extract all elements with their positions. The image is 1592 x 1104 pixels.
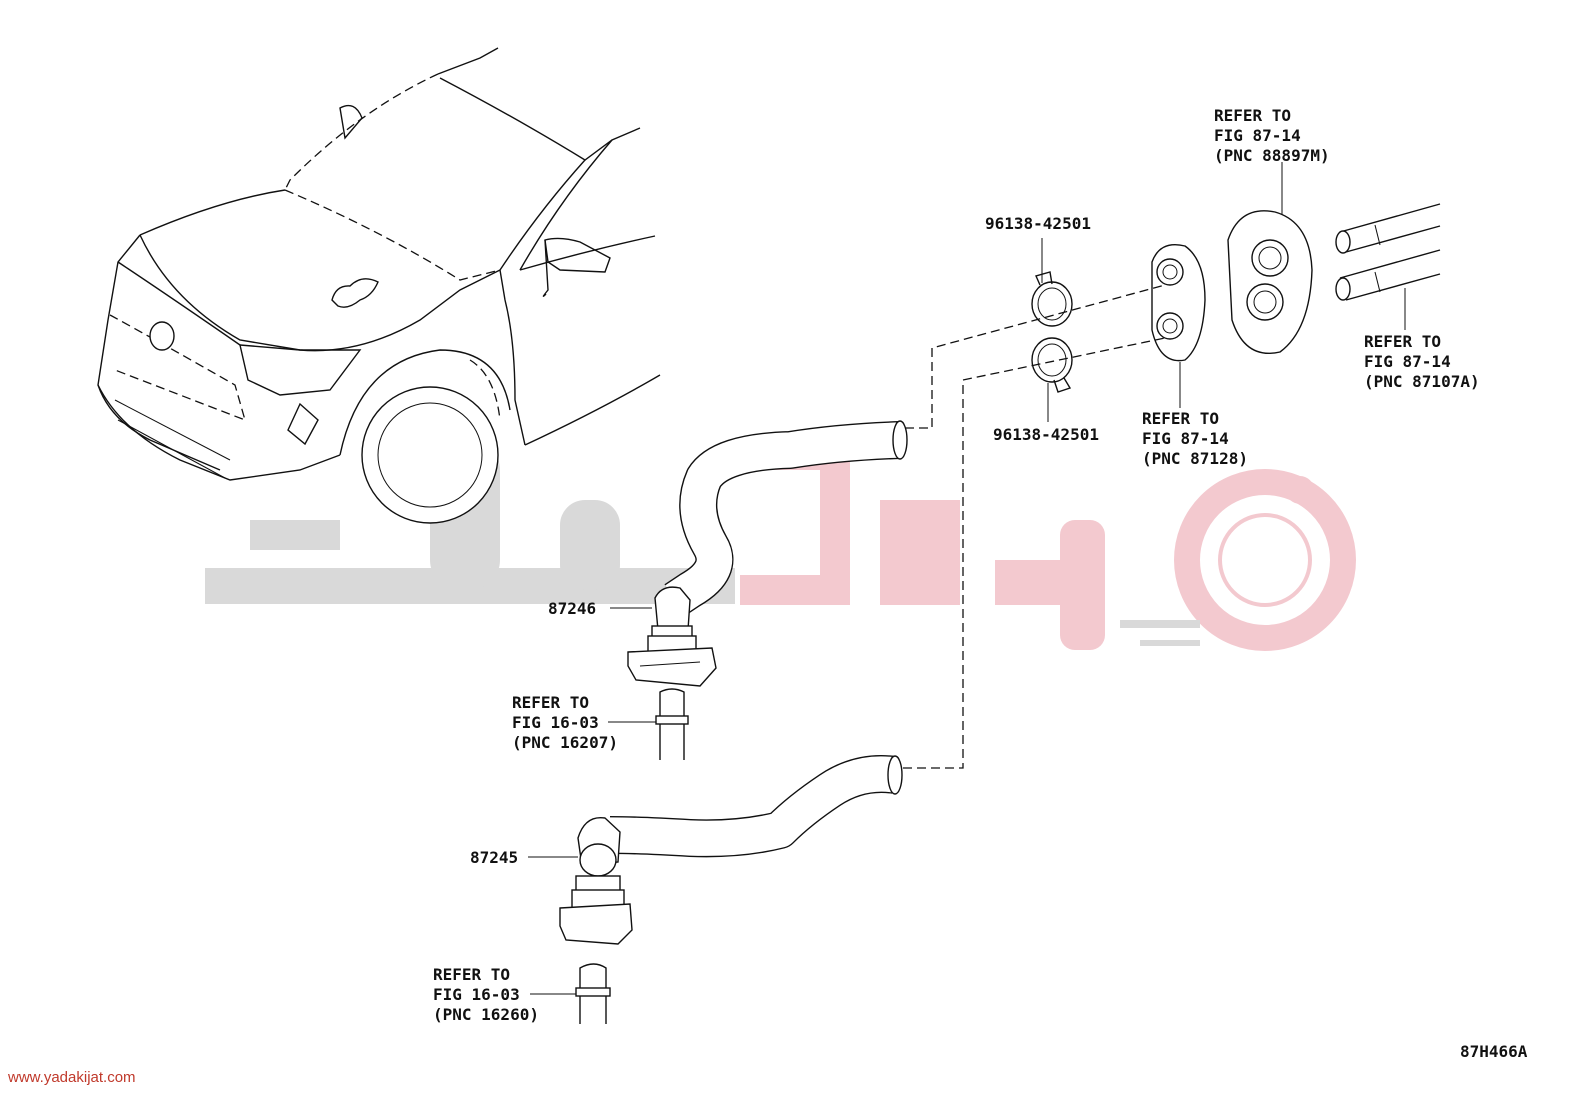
svg-text:FIG 16-03: FIG 16-03 xyxy=(512,713,599,732)
label-grommet-outer: REFER TO FIG 87-14 (PNC 88897M) xyxy=(1214,106,1330,165)
label-pipe-upper: REFER TO FIG 16-03 (PNC 16207) xyxy=(512,693,618,752)
pipe-16207 xyxy=(655,688,689,760)
label-grommet-inner: REFER TO FIG 87-14 (PNC 87128) xyxy=(1142,409,1248,468)
grommet-inner xyxy=(1151,244,1206,362)
hose-87246 xyxy=(627,420,908,687)
clamp-top xyxy=(1031,271,1073,327)
svg-text:REFER TO: REFER TO xyxy=(1142,409,1219,428)
vehicle-outline xyxy=(97,47,661,524)
svg-text:(PNC 16207): (PNC 16207) xyxy=(512,733,618,752)
label-clamp-top: 96138-42501 xyxy=(985,214,1091,233)
svg-text:FIG 16-03: FIG 16-03 xyxy=(433,985,520,1004)
svg-text:REFER TO: REFER TO xyxy=(433,965,510,984)
label-pipe-lower: REFER TO FIG 16-03 (PNC 16260) xyxy=(433,965,539,1024)
grommet-outer xyxy=(1227,210,1313,354)
svg-text:FIG 87-14: FIG 87-14 xyxy=(1364,352,1451,371)
svg-text:(PNC 87107A): (PNC 87107A) xyxy=(1364,372,1480,391)
watermark-url: www.yadakijat.com xyxy=(7,1069,136,1086)
hose-87245 xyxy=(559,755,903,945)
heater-pipes xyxy=(1335,203,1441,301)
svg-text:REFER TO: REFER TO xyxy=(512,693,589,712)
routing-lines xyxy=(903,284,1166,769)
pipe-16260 xyxy=(575,963,611,1024)
svg-text:FIG 87-14: FIG 87-14 xyxy=(1142,429,1229,448)
clamp-bottom xyxy=(1031,337,1073,393)
svg-text:REFER TO: REFER TO xyxy=(1364,332,1441,351)
svg-text:FIG 87-14: FIG 87-14 xyxy=(1214,126,1301,145)
svg-text:(PNC 88897M): (PNC 88897M) xyxy=(1214,146,1330,165)
svg-text:REFER TO: REFER TO xyxy=(1214,106,1291,125)
label-87246: 87246 xyxy=(548,599,596,618)
svg-text:(PNC 16260): (PNC 16260) xyxy=(433,1005,539,1024)
leader-lines xyxy=(528,162,1406,995)
label-clamp-bottom: 96138-42501 xyxy=(993,425,1099,444)
svg-text:(PNC 87128): (PNC 87128) xyxy=(1142,449,1248,468)
label-87245: 87245 xyxy=(470,848,518,867)
label-heater-pipes: REFER TO FIG 87-14 (PNC 87107A) xyxy=(1364,332,1480,391)
diagram-id: 87H466A xyxy=(1460,1042,1528,1061)
